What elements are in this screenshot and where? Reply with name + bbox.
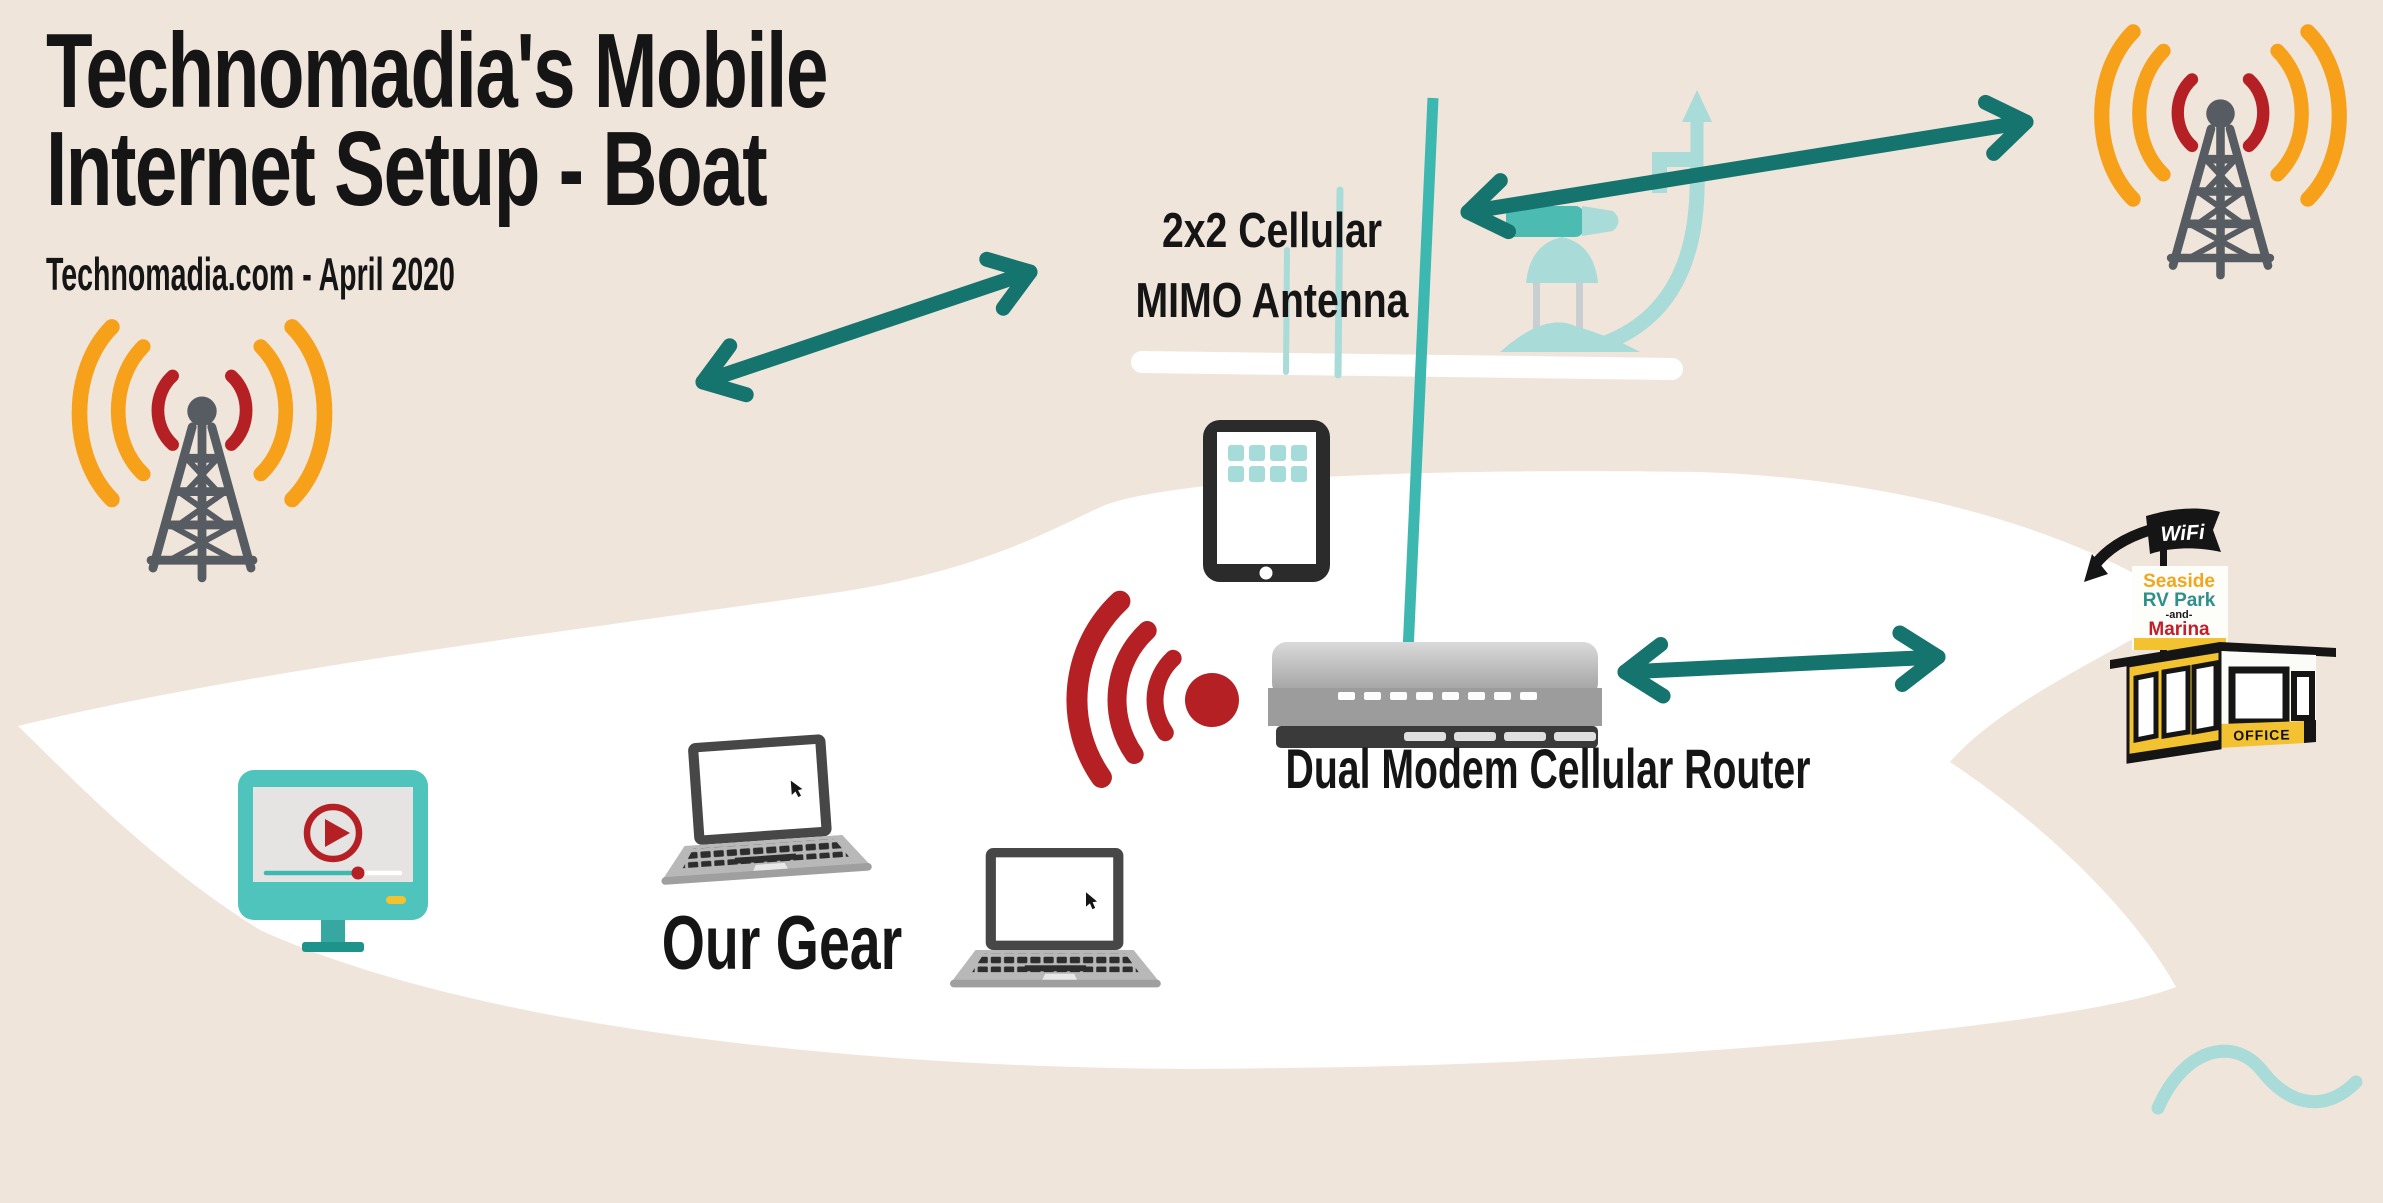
sign-line-seaside: Seaside: [2143, 571, 2215, 592]
title-line-1: Technomadia's Mobile: [46, 12, 828, 130]
sign-line-and: -and-: [2166, 609, 2193, 621]
router-label: Dual Modem Cellular Router: [1285, 737, 1811, 800]
wifi-signal-icon: [1066, 590, 1239, 788]
antenna-label: 2x2 Cellular MIMO Antenna: [1136, 196, 1409, 336]
tv-video-icon: [238, 770, 428, 952]
arrow-antenna-to-tower-right: [1460, 94, 2034, 240]
tablet-icon: [1203, 420, 1330, 582]
page-title: Technomadia's Mobile Internet Setup - Bo…: [46, 12, 828, 228]
marina-office-icon: WiFi Seaside RV Park -and- Marina OFFICE: [2084, 508, 2336, 764]
our-gear-label: Our Gear: [661, 901, 903, 986]
cell-tower-icon-right: [2102, 32, 2340, 275]
title-line-2: Internet Setup - Boat: [46, 110, 768, 228]
antenna-label-line-2: MIMO Antenna: [1135, 274, 1409, 328]
cellular-router-icon: [1268, 642, 1602, 748]
antenna-label-line-1: 2x2 Cellular: [1161, 204, 1383, 258]
radar-arch-icon: [1500, 90, 1712, 353]
office-banner-text: OFFICE: [2233, 727, 2291, 744]
radar-dome-icon: [1500, 206, 1640, 352]
wifi-flag-text: WiFi: [2160, 521, 2206, 546]
sign-line-marina: Marina: [2148, 619, 2210, 640]
arrow-tower-left-to-antenna: [695, 251, 1038, 403]
sign-line-rvpark: RV Park: [2143, 590, 2216, 611]
mimo-antenna-whips-icon: [1283, 186, 1344, 379]
page-subtitle: Technomadia.com - April 2020: [46, 248, 455, 300]
wave-squiggle-icon: [2151, 1044, 2363, 1115]
cell-tower-icon-left: [80, 327, 325, 578]
boat-upper-deck-strip: [1131, 351, 1683, 380]
arrow-router-to-marina-wifi: [1617, 625, 1946, 704]
mast-cable: [1402, 97, 1439, 653]
